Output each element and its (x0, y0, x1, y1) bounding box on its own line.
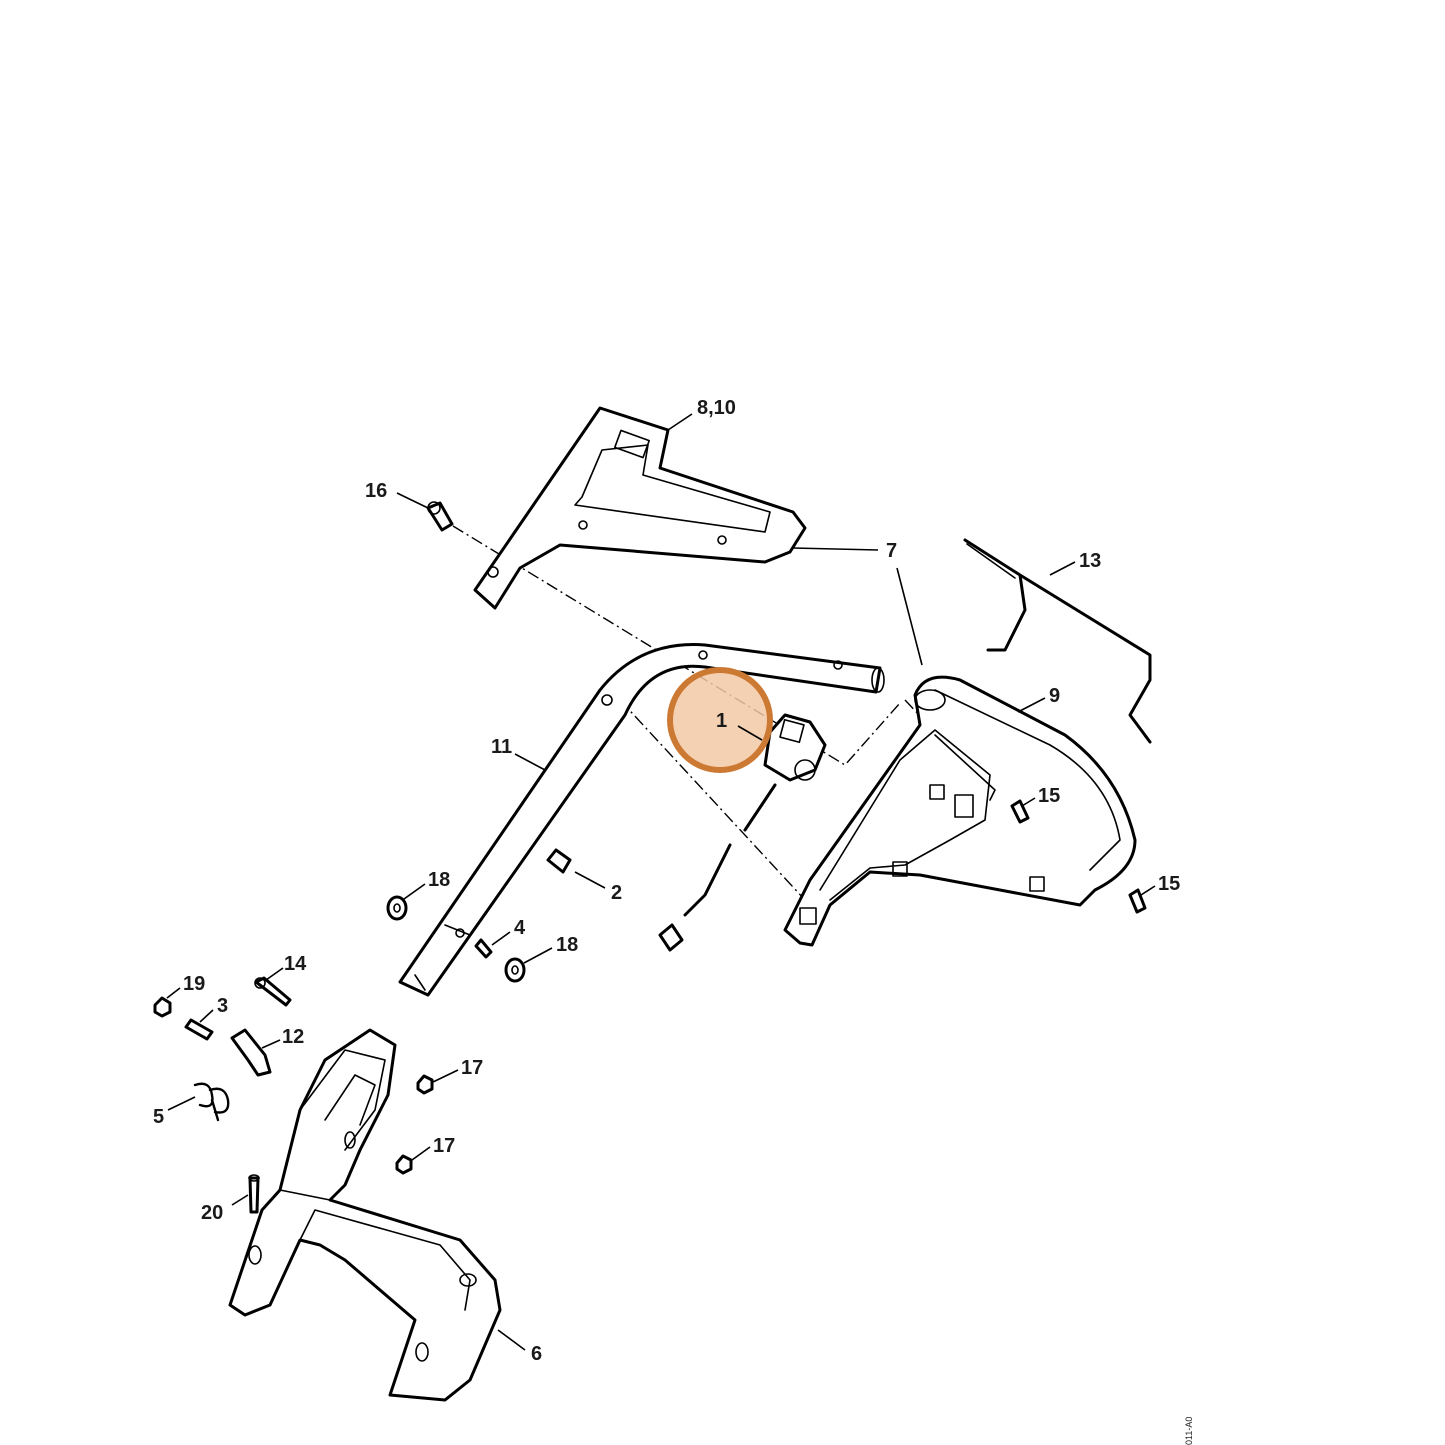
callout-3: 3 (217, 995, 228, 1017)
callout-17-upper: 17 (461, 1057, 483, 1079)
callout-15-lower: 15 (1158, 873, 1180, 895)
callout-7: 7 (886, 540, 897, 562)
part-18-washer-lower[interactable] (504, 957, 526, 983)
callout-6: 6 (531, 1343, 542, 1365)
callout-19: 19 (183, 973, 205, 995)
part-17-nut-upper[interactable] (416, 1074, 434, 1095)
leader-lines (166, 413, 1156, 1351)
part-13-bail-wire[interactable] (963, 538, 1152, 744)
highlight-callout-1 (667, 667, 773, 773)
part-18-washer-upper[interactable] (386, 895, 408, 921)
callout-labels: 1 2 3 4 5 6 7 8,10 9 11 12 13 14 15 15 1… (153, 397, 1180, 1365)
part-16-screw[interactable] (426, 501, 454, 532)
callout-1: 1 (716, 710, 727, 732)
callout-11: 11 (491, 736, 512, 758)
part-1-switch[interactable] (658, 713, 827, 952)
part-9-handle-frame[interactable] (783, 675, 1137, 947)
part-6-lower-bracket[interactable] (228, 1028, 502, 1402)
part-5-spring[interactable] (193, 1082, 230, 1122)
part-11-handle-bar[interactable] (398, 643, 885, 997)
part-2-bushing[interactable] (546, 848, 572, 874)
callout-18-upper: 18 (428, 869, 450, 891)
part-19-nut[interactable] (153, 996, 172, 1018)
callout-16: 16 (365, 480, 387, 502)
callout-2: 2 (611, 882, 622, 904)
callout-17-lower: 17 (433, 1135, 455, 1157)
part-17-nut-lower[interactable] (395, 1154, 413, 1175)
callout-14: 14 (284, 953, 307, 975)
callout-20: 20 (201, 1202, 223, 1224)
callout-15-upper: 15 (1038, 785, 1060, 807)
callout-4: 4 (514, 917, 526, 939)
part-15-screw-lower[interactable] (1128, 888, 1147, 914)
part-15-screw-upper[interactable] (1010, 799, 1030, 824)
callout-8-10: 8,10 (697, 397, 736, 419)
callout-9: 9 (1049, 685, 1060, 707)
part-12-lever[interactable] (230, 1028, 272, 1077)
callout-18-lower: 18 (556, 934, 578, 956)
part-20-bolt[interactable] (248, 1174, 260, 1214)
callout-13: 13 (1079, 550, 1101, 572)
callout-5: 5 (153, 1106, 164, 1128)
drawing-code: 011-A0 (1184, 1417, 1194, 1445)
part-8-10-cover[interactable] (473, 406, 807, 610)
part-3-pin[interactable] (184, 1018, 214, 1041)
part-4-pin[interactable] (474, 938, 493, 959)
callout-12: 12 (282, 1026, 304, 1048)
part-14-bolt[interactable] (254, 976, 292, 1007)
